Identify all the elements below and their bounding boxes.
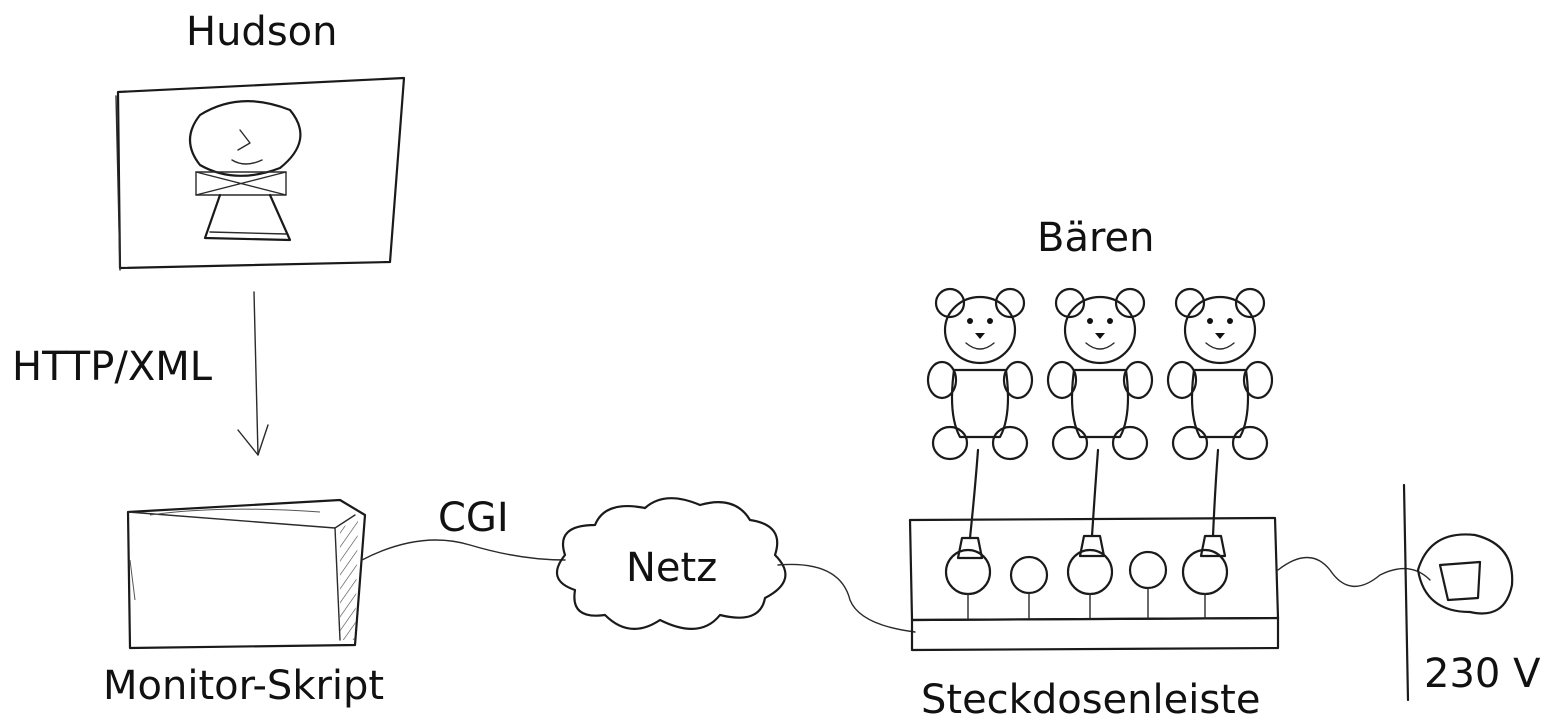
power-strip: [908, 516, 1280, 652]
http-arrow: [237, 291, 269, 456]
monitor-box: [126, 498, 367, 650]
cgi-cable: [361, 539, 566, 561]
net-cable: [777, 563, 916, 633]
monitor-script-label: Monitor-Skript: [103, 663, 385, 709]
network-cloud: [555, 497, 787, 630]
bear-1-cord: [968, 448, 980, 540]
cgi-label: CGI: [438, 495, 509, 541]
power-strip-label: Steckdosenleiste: [921, 677, 1261, 723]
voltage-label: 230 V: [1424, 651, 1541, 697]
bears-label: Bären: [1037, 215, 1155, 261]
bear-3-cord: [1211, 448, 1220, 538]
bear-2-cord: [1090, 448, 1100, 538]
hudson-screen: [115, 76, 406, 271]
wall-socket: [1416, 533, 1514, 615]
http-xml-label: HTTP/XML: [12, 344, 213, 390]
hudson-label: Hudson: [186, 9, 338, 55]
bear-1: [926, 287, 1034, 461]
wall-line: [1402, 483, 1410, 702]
bear-2: [1046, 287, 1154, 461]
power-cable: [1277, 556, 1431, 588]
bear-3: [1166, 287, 1274, 461]
net-label: Netz: [626, 545, 718, 591]
